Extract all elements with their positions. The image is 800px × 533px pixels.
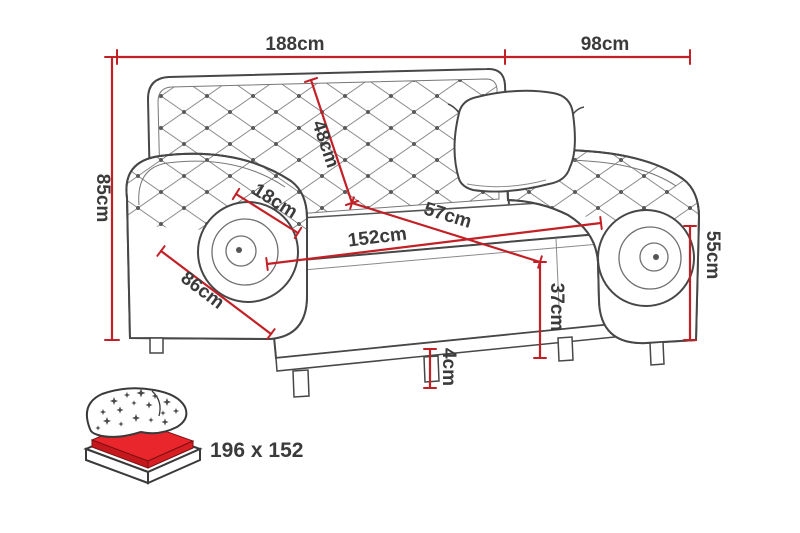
right-arm-scroll-outer: [597, 209, 695, 307]
right-arm-scroll-button: [653, 254, 659, 260]
dim-line-backrest-height: [309, 78, 354, 205]
pillow-body: [453, 89, 576, 193]
dim-ticks-overall-height: [104, 56, 120, 341]
dim-line-seat-width: [265, 221, 603, 266]
dim-seat-height: 37cm: [533, 260, 567, 360]
dim-armrest-height: 55cm: [683, 224, 723, 342]
left-arm-scroll-mid: [211, 218, 279, 286]
dim-overall-depth: 98cm: [503, 34, 692, 65]
sofa-illustration: [125, 67, 701, 398]
dim-ticks-armrest-width: [231, 187, 303, 240]
dim-label-base-clearance: 4cm: [438, 348, 459, 386]
front-panel-seam-vertical: [555, 237, 561, 330]
dim-label-overall-height: 85cm: [92, 174, 113, 223]
left-arm-scroll-inner: [225, 235, 257, 267]
sofa-leg-front-left: [292, 369, 310, 398]
dim-ticks-seat-width: [265, 216, 603, 271]
dim-label-overall-width: 188cm: [265, 34, 324, 55]
sofa-left-armrest: [125, 152, 308, 354]
pillow-corner-accent-right: [572, 106, 585, 115]
sofa-leg-front-right: [557, 336, 574, 362]
sofa-leg-left: [149, 337, 164, 354]
bed-size-label: 196 x 152: [210, 439, 303, 462]
front-panel-seam-top: [268, 242, 612, 274]
sofa-leg-right: [649, 341, 665, 366]
sofa-leg-center: [423, 355, 440, 383]
dim-line-armrest-front: [159, 249, 273, 336]
left-arm-outline: [125, 152, 308, 341]
dim-label-seat-height: 37cm: [546, 283, 567, 332]
dim-seat-width: 152cm: [265, 216, 603, 271]
right-arm-scroll-inner: [639, 242, 669, 272]
dim-line-seat-depth: [350, 201, 542, 264]
dim-line-armrest-width: [234, 192, 300, 235]
sofa-pillow: [447, 89, 585, 193]
pillow-seam: [466, 179, 547, 188]
bed-size-icon: 196 x 152: [83, 387, 303, 485]
dim-label-armrest-height: 55cm: [702, 231, 723, 280]
dim-label-overall-depth: 98cm: [581, 34, 630, 55]
left-arm-scroll-button: [236, 247, 242, 253]
dim-ticks-armrest-height: [683, 225, 697, 341]
dim-ticks-base-clearance: [423, 348, 437, 389]
bed-base-side: [147, 447, 201, 485]
dim-ticks-armrest-front: [156, 245, 276, 340]
left-arm-roll-line: [138, 160, 286, 206]
dim-overall-height: 85cm: [92, 55, 120, 342]
bed-topper-fold: [151, 390, 161, 417]
dim-base-clearance: 4cm: [423, 347, 459, 390]
dim-ticks-seat-height: [533, 261, 547, 359]
dim-overall-width: 188cm: [115, 34, 507, 65]
bed-mattress-side: [147, 440, 194, 469]
dimensions: 188cm 98cm 85cm 48cm 18cm 57cm: [92, 34, 723, 390]
pillow-corner-accent-left: [447, 103, 460, 114]
bed-topper: [86, 387, 188, 438]
right-arm-scroll-mid: [618, 226, 682, 290]
